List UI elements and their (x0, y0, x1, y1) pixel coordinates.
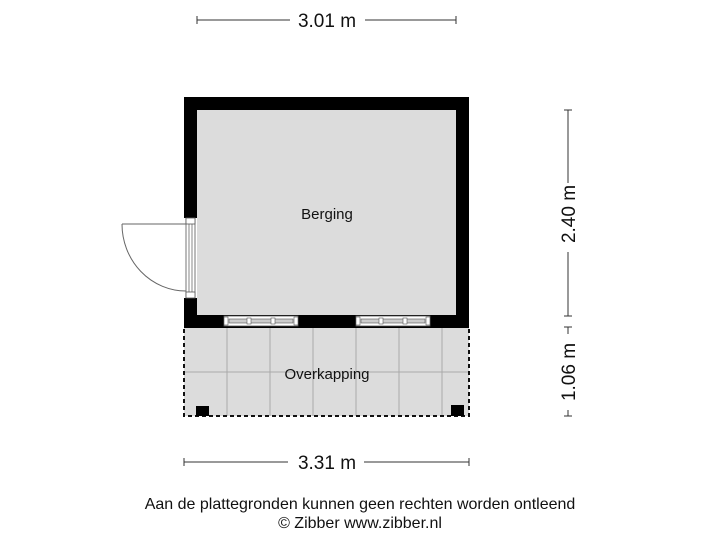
disclaimer-text: Aan de plattegronden kunnen geen rechten… (144, 496, 576, 513)
window-right (355, 315, 431, 327)
dimension-bottom: 3.31 m (183, 453, 470, 474)
window-left (223, 315, 299, 327)
post-left (196, 406, 209, 416)
credit-text: © Zibber www.zibber.nl (278, 515, 442, 532)
dimension-right-upper: 2.40 m (559, 109, 580, 317)
post-right (451, 405, 464, 416)
dimension-right-upper-label: 2.40 m (559, 185, 580, 243)
room-berging: Berging (121, 97, 469, 328)
dimension-bottom-label: 3.31 m (298, 453, 356, 474)
door (121, 217, 196, 299)
dimension-right-lower-label: 1.06 m (559, 343, 580, 401)
dimension-top-label: 3.01 m (298, 11, 356, 32)
dimension-right-lower: 1.06 m (559, 326, 580, 417)
room-overkapping: Overkapping (183, 326, 470, 417)
dimension-top: 3.01 m (196, 11, 457, 32)
room-label-berging: Berging (301, 206, 353, 223)
room-label-overkapping: Overkapping (284, 366, 369, 383)
